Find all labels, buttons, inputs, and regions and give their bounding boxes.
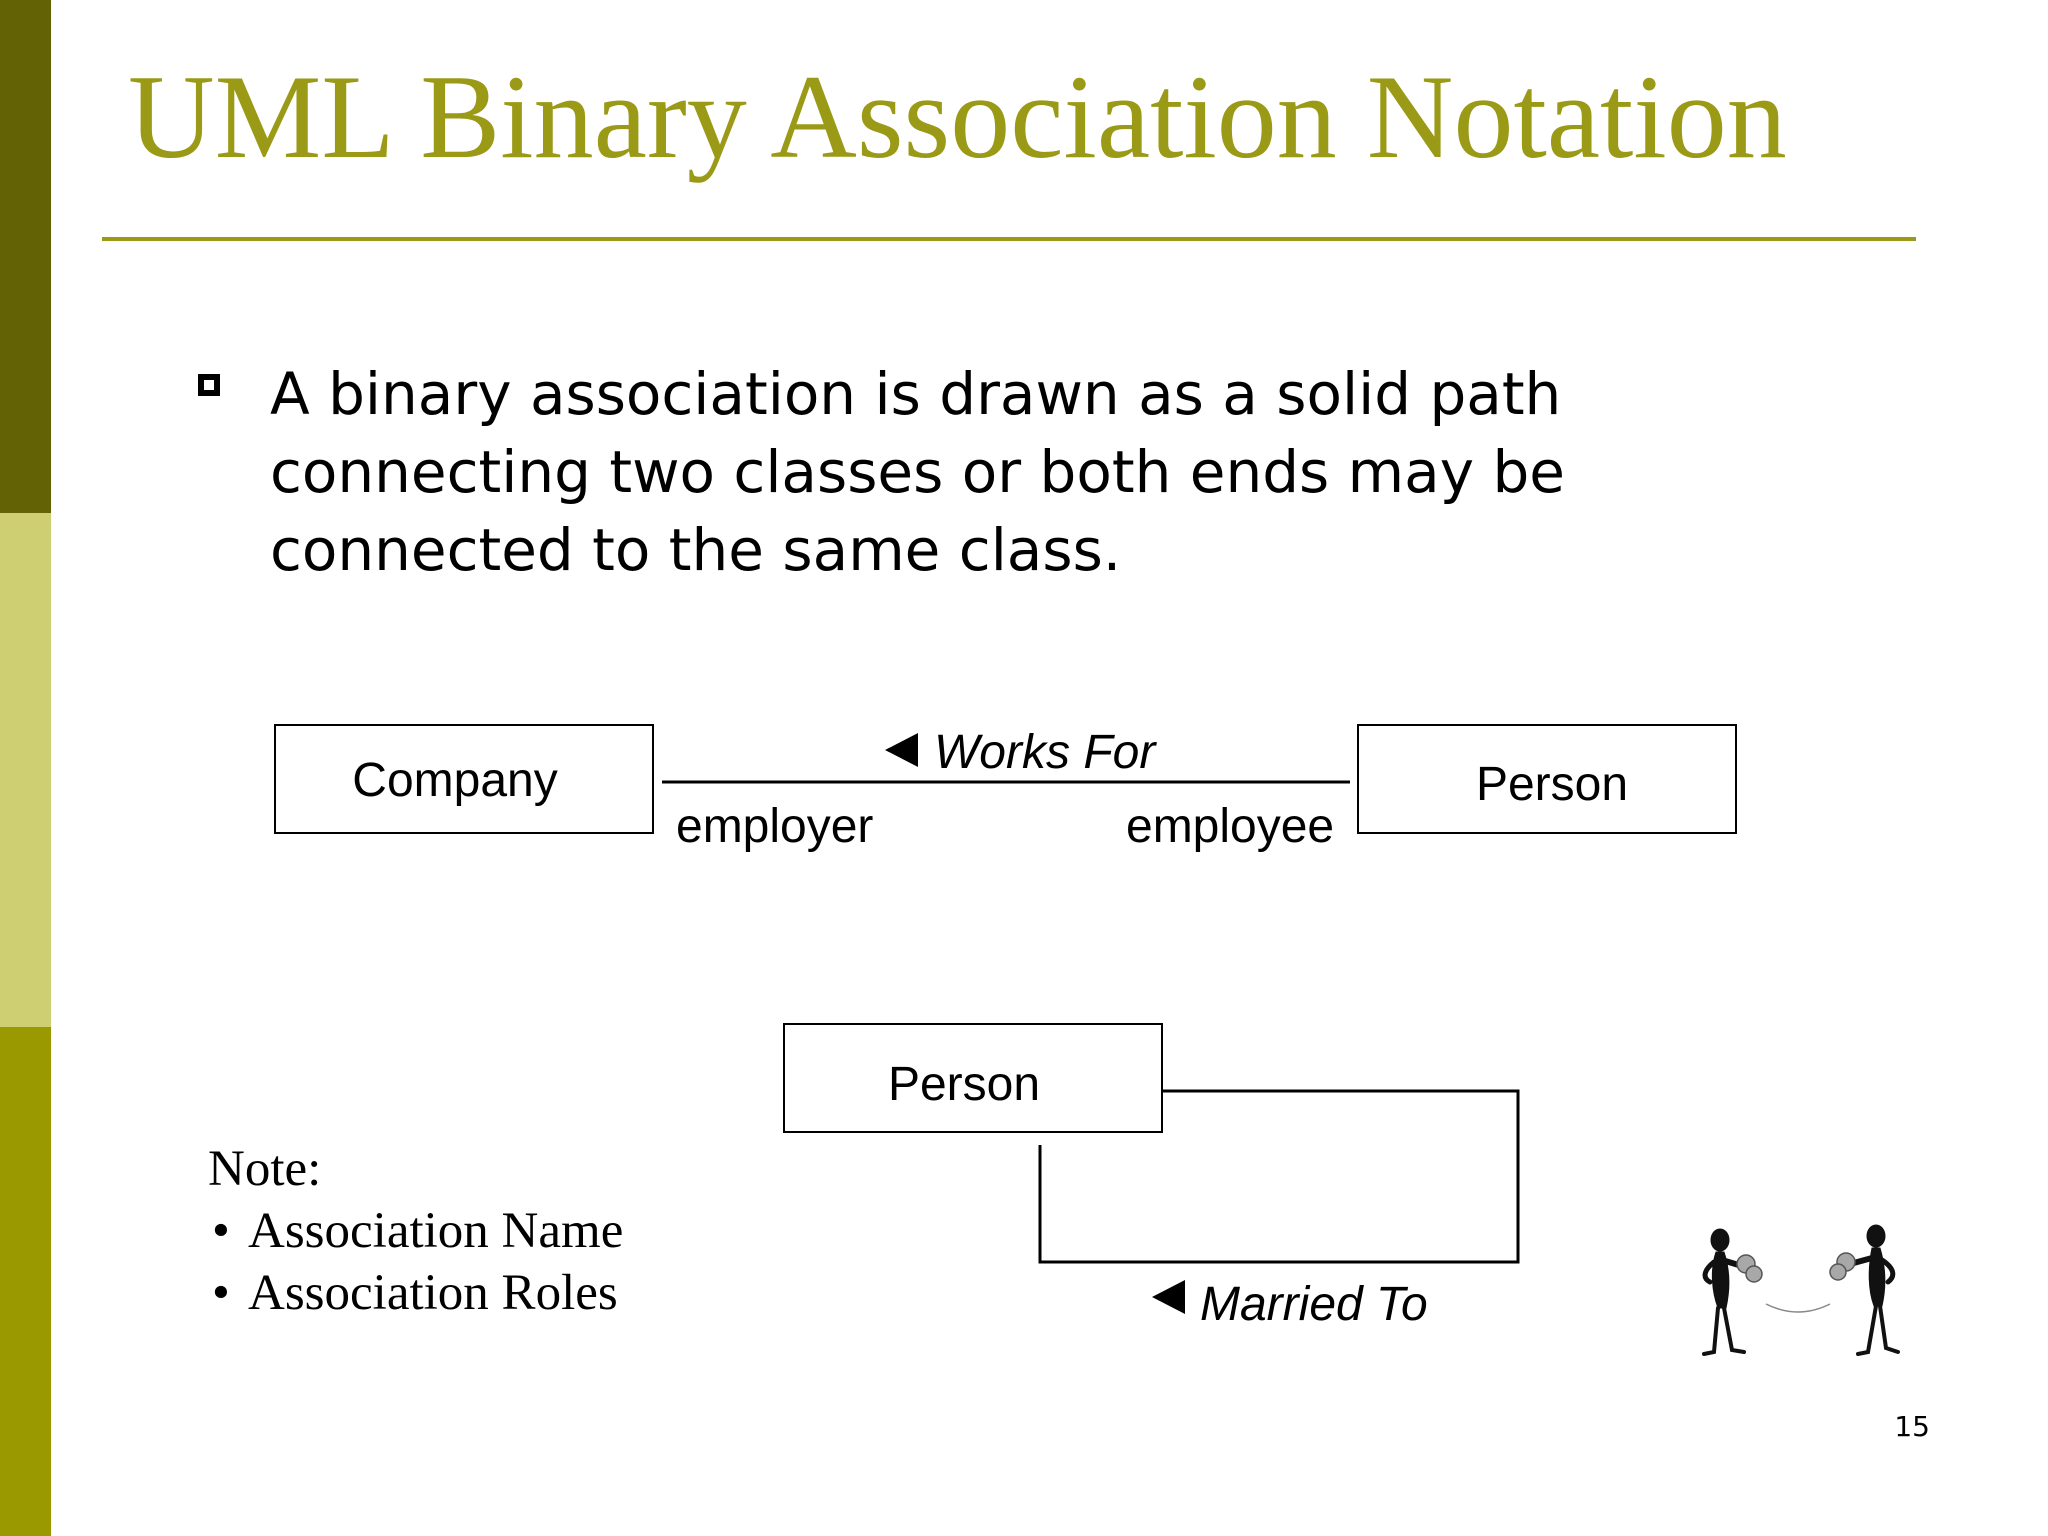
sidebar-band-top [0, 0, 51, 513]
person-class-label-reflexive: Person [888, 1058, 1040, 1111]
role-employee: employee [1126, 800, 1334, 853]
person-class-label: Person [1476, 758, 1628, 811]
slide-title: UML Binary Association Notation [128, 50, 1787, 183]
sidebar-band-bottom [0, 1027, 51, 1536]
company-class-label: Company [352, 754, 557, 807]
person-class-box-reflexive [783, 1023, 1163, 1133]
company-class-box [274, 724, 654, 834]
association-name-married-to: Married To [1200, 1278, 1428, 1331]
title-underline [102, 237, 1916, 241]
sidebar-band-middle [0, 513, 51, 1027]
role-employer: employer [676, 800, 873, 853]
note-item-association-name: Association Name [208, 1200, 623, 1262]
bullet-text: A binary association is drawn as a solid… [270, 360, 1565, 584]
reflexive-association-diagram: Person Married To [783, 1023, 1520, 1331]
hollow-square-icon [198, 374, 220, 396]
binary-association-diagram: Company Person Works For employer employ… [274, 724, 1737, 853]
association-name-works-for: Works For [934, 726, 1157, 779]
triangle-left-icon [885, 733, 918, 767]
note-block: Note: Association Name Association Roles [208, 1138, 623, 1324]
triangle-left-icon [1152, 1280, 1185, 1314]
reflexive-association-path [1038, 1089, 1520, 1264]
note-item-association-roles: Association Roles [208, 1262, 623, 1324]
note-list: Association Name Association Roles [208, 1200, 623, 1324]
note-heading: Note: [208, 1141, 322, 1197]
boxing-stick-figures-icon [1702, 1224, 1900, 1356]
page-number: 15 [1894, 1410, 1930, 1443]
person-class-box [1357, 724, 1737, 834]
